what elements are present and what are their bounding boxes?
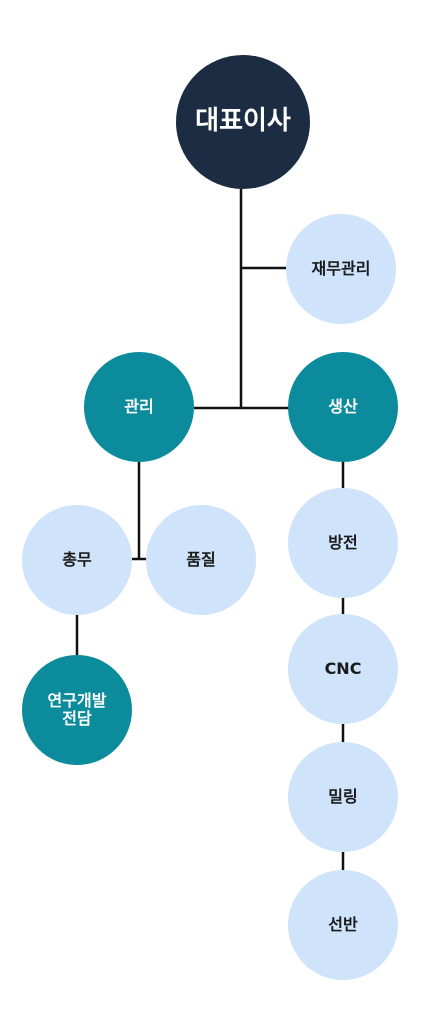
node-quality-label: 품질 (186, 549, 216, 569)
node-lathe-label: 선반 (328, 914, 358, 934)
node-finance-label: 재무관리 (311, 258, 371, 278)
node-production: 생산 (288, 352, 398, 462)
node-ceo: 대표이사 (176, 55, 310, 189)
node-ceo-label: 대표이사 (195, 106, 291, 137)
node-bangjeon-label: 방전 (328, 532, 358, 552)
node-lathe: 선반 (288, 870, 398, 980)
node-general-affairs: 총무 (22, 505, 132, 615)
node-quality: 품질 (146, 505, 256, 615)
node-general-affairs-label: 총무 (62, 549, 92, 569)
node-cnc: CNC (288, 614, 398, 724)
node-milling-label: 밀링 (328, 786, 358, 806)
node-management-label: 관리 (124, 396, 154, 416)
node-management: 관리 (84, 352, 194, 462)
node-milling: 밀링 (288, 742, 398, 852)
node-bangjeon: 방전 (288, 488, 398, 598)
node-finance: 재무관리 (286, 214, 396, 324)
node-cnc-label: CNC (324, 658, 362, 678)
node-production-label: 생산 (328, 396, 358, 416)
node-rnd-label: 연구개발 전담 (47, 690, 107, 728)
node-rnd: 연구개발 전담 (22, 655, 132, 765)
